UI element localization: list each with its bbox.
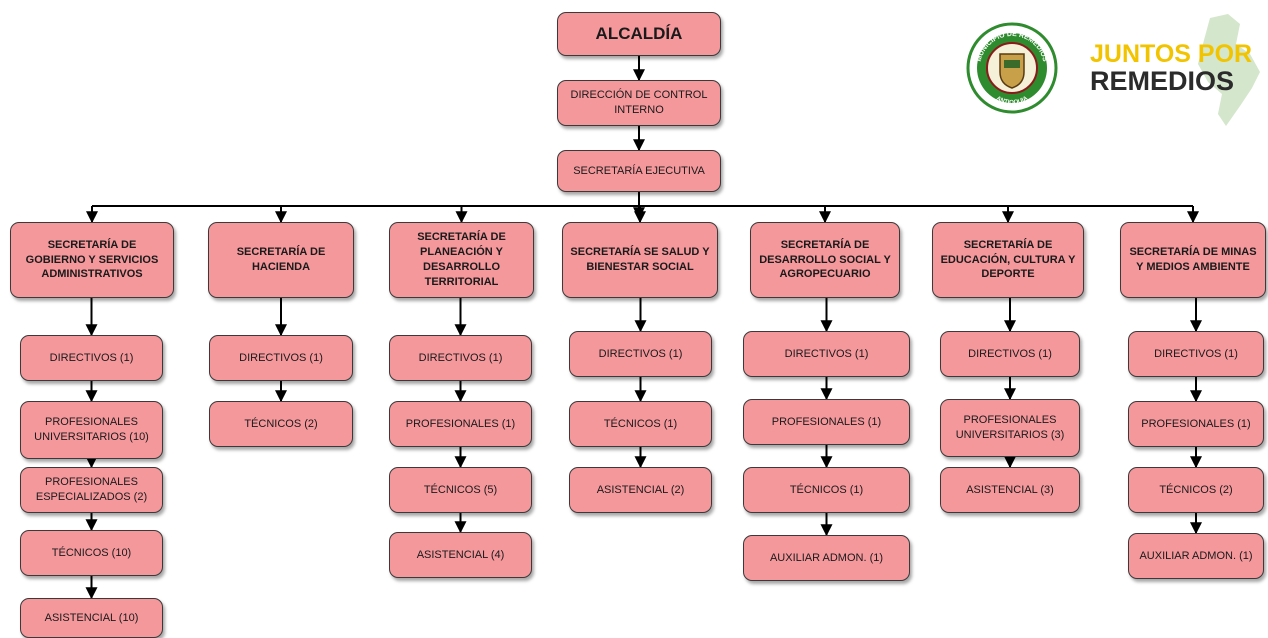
position-node: TÉCNICOS (10) — [20, 530, 163, 576]
position-node: AUXILIAR ADMON. (1) — [1128, 533, 1264, 579]
position-node: TÉCNICOS (2) — [1128, 467, 1264, 513]
seal-bottom-text: ANTIOQUIA — [995, 95, 1029, 106]
position-node: DIRECTIVOS (1) — [209, 335, 353, 381]
position-node: DIRECTIVOS (1) — [389, 335, 532, 381]
secretaria-node: SECRETARÍA DE GOBIERNO Y SERVICIOS ADMIN… — [10, 222, 174, 298]
secretaria-node: SECRETARÍA SE SALUD Y BIENESTAR SOCIAL — [562, 222, 718, 298]
position-node: ASISTENCIAL (10) — [20, 598, 163, 638]
position-node: TÉCNICOS (1) — [569, 401, 712, 447]
position-node: TÉCNICOS (5) — [389, 467, 532, 513]
position-node: ASISTENCIAL (3) — [940, 467, 1080, 513]
position-node: PROFESIONALES ESPECIALIZADOS (2) — [20, 467, 163, 513]
position-node: PROFESIONALES UNIVERSITARIOS (10) — [20, 401, 163, 459]
secretaria-node: SECRETARÍA DE MINAS Y MEDIOS AMBIENTE — [1120, 222, 1266, 298]
svg-text:ANTIOQUIA: ANTIOQUIA — [995, 95, 1029, 106]
brand-line2: REMEDIOS — [1090, 66, 1234, 96]
root-node: ALCALDÍA — [557, 12, 721, 56]
position-node: ASISTENCIAL (2) — [569, 467, 712, 513]
position-node: TÉCNICOS (1) — [743, 467, 910, 513]
logos: MUNICIPIO DE REMEDIOS ANTIOQUIA JUNTOS P… — [966, 14, 1260, 126]
position-node: DIRECTIVOS (1) — [20, 335, 163, 381]
brand-line1: JUNTOS POR — [1090, 40, 1252, 68]
secretaria-ejecutiva-node: SECRETARÍA EJECUTIVA — [557, 150, 721, 192]
juntos-por-remedios-logo: JUNTOS POR REMEDIOS — [1090, 14, 1260, 126]
position-node: PROFESIONALES (1) — [389, 401, 532, 447]
position-node: PROFESIONALES (1) — [743, 399, 910, 445]
control-interno-node: DIRECCIÓN DE CONTROL INTERNO — [557, 80, 721, 126]
secretaria-node: SECRETARÍA DE EDUCACIÓN, CULTURA Y DEPOR… — [932, 222, 1084, 298]
secretaria-node: SECRETARÍA DE DESARROLLO SOCIAL Y AGROPE… — [750, 222, 900, 298]
position-node: PROFESIONALES UNIVERSITARIOS (3) — [940, 399, 1080, 457]
position-node: TÉCNICOS (2) — [209, 401, 353, 447]
position-node: DIRECTIVOS (1) — [743, 331, 910, 377]
position-node: PROFESIONALES (1) — [1128, 401, 1264, 447]
secretaria-node: SECRETARÍA DE HACIENDA — [208, 222, 354, 298]
position-node: DIRECTIVOS (1) — [1128, 331, 1264, 377]
position-node: DIRECTIVOS (1) — [569, 331, 712, 377]
position-node: DIRECTIVOS (1) — [940, 331, 1080, 377]
municipality-seal: MUNICIPIO DE REMEDIOS ANTIOQUIA — [966, 22, 1058, 114]
secretaria-node: SECRETARÍA DE PLANEACIÓN Y DESARROLLO TE… — [389, 222, 534, 298]
position-node: AUXILIAR ADMON. (1) — [743, 535, 910, 581]
position-node: ASISTENCIAL (4) — [389, 532, 532, 578]
